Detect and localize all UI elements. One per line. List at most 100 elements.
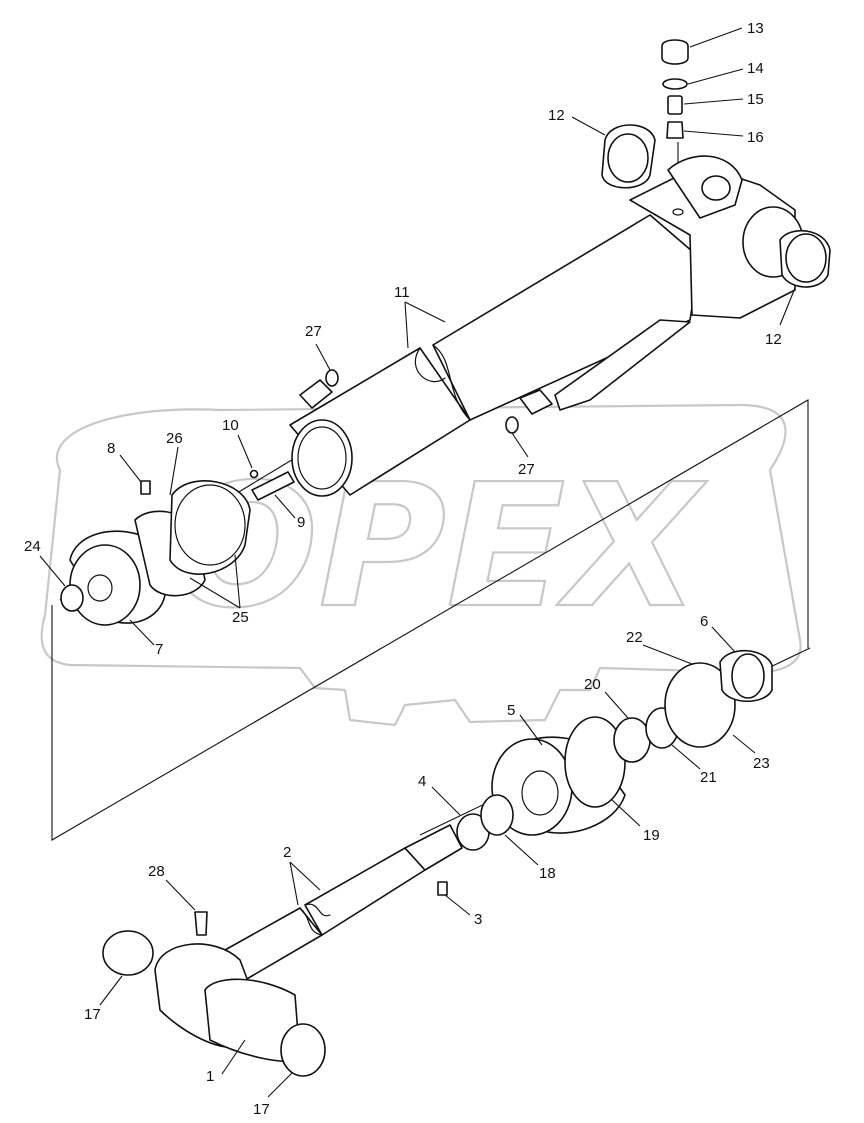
watermark-logo-text: OPEX xyxy=(170,448,708,646)
leader-10 xyxy=(237,434,253,469)
rod-2-upper xyxy=(304,847,426,936)
callout-12-upper: 12 xyxy=(548,107,565,124)
rod-thread xyxy=(404,824,463,871)
leader-2b xyxy=(289,861,299,906)
callout-20: 20 xyxy=(584,676,601,693)
barrel-clevis-hole xyxy=(701,175,731,201)
leader-17a xyxy=(99,975,123,1006)
piston-seal-25 xyxy=(169,480,251,575)
leader-9 xyxy=(274,494,296,519)
bushing-17-lower xyxy=(280,1023,326,1077)
leader-15 xyxy=(683,98,744,105)
leader-6 xyxy=(711,626,736,653)
callout-12-lower: 12 xyxy=(765,331,782,348)
piston-bore xyxy=(87,574,113,602)
watermark-gear-outline xyxy=(40,403,802,727)
bushings-12 xyxy=(601,124,831,288)
callout-2: 2 xyxy=(283,844,291,861)
callout-8: 8 xyxy=(107,440,115,457)
leader-12a xyxy=(571,116,606,136)
leader-26 xyxy=(169,446,179,496)
callout-27-lower: 27 xyxy=(518,461,535,478)
leader-21 xyxy=(671,744,701,770)
callout-14: 14 xyxy=(747,60,764,77)
rod-break-symbol xyxy=(299,903,331,936)
leader-14 xyxy=(687,68,744,85)
callout-10: 10 xyxy=(222,417,239,434)
seal-22 xyxy=(664,662,736,748)
leader-19 xyxy=(611,799,641,827)
callout-labels: 1 2 3 4 5 6 7 8 9 10 11 12 12 13 14 15 1… xyxy=(24,20,782,1118)
leader-3 xyxy=(444,894,471,916)
leader-23 xyxy=(732,734,756,754)
callout-4: 4 xyxy=(418,773,426,790)
barrel-pin-hole xyxy=(672,208,684,216)
callout-22: 22 xyxy=(626,629,643,646)
bushing-6-face xyxy=(731,653,765,699)
leader-7 xyxy=(129,619,155,646)
spring-15 xyxy=(667,95,683,115)
leader-5 xyxy=(519,714,543,746)
leader-27b xyxy=(511,432,529,458)
callout-7: 7 xyxy=(155,641,163,658)
barrel-front-thread xyxy=(297,426,347,490)
piston-rod-group xyxy=(102,824,463,1077)
leader-11a xyxy=(404,301,446,323)
callout-16: 16 xyxy=(747,129,764,146)
callout-11: 11 xyxy=(394,284,410,301)
callout-5: 5 xyxy=(507,702,515,719)
leader-13 xyxy=(689,27,743,48)
barrel-break-symbol xyxy=(414,344,471,421)
bushing-17-upper xyxy=(102,930,154,976)
callout-18: 18 xyxy=(539,865,556,882)
leader-27a xyxy=(315,343,331,371)
bushing-right-face xyxy=(785,233,827,283)
set-screw-3 xyxy=(437,881,448,896)
callout-13: 13 xyxy=(747,20,764,37)
callout-25: 25 xyxy=(232,609,249,626)
leader-25a xyxy=(189,577,241,609)
leader-12b xyxy=(779,287,796,326)
piston-face xyxy=(69,544,141,626)
oring-27-lower xyxy=(505,416,519,434)
leader-1 xyxy=(221,1039,246,1075)
leader-16 xyxy=(683,130,744,137)
leader-22 xyxy=(642,644,693,665)
callout-24: 24 xyxy=(24,538,41,555)
leader-24 xyxy=(39,555,66,587)
barrel-port-boss xyxy=(299,379,333,409)
leader-11b xyxy=(404,301,409,349)
callout-23: 23 xyxy=(753,755,770,772)
oring-24 xyxy=(60,584,84,612)
barrel-front-opening xyxy=(291,419,353,497)
callout-6: 6 xyxy=(700,613,708,630)
callout-26: 26 xyxy=(166,430,183,447)
callout-19: 19 xyxy=(643,827,660,844)
leader-25b xyxy=(234,554,241,609)
cap-13 xyxy=(661,39,689,65)
leader-2a xyxy=(289,861,321,891)
leader-4 xyxy=(431,786,461,816)
gland-bore xyxy=(521,770,559,816)
seal-18 xyxy=(480,794,514,836)
callout-3: 3 xyxy=(474,911,482,928)
leader-20 xyxy=(604,691,629,719)
piston-group xyxy=(60,469,295,626)
pin-9 xyxy=(251,471,295,501)
callout-27-upper: 27 xyxy=(305,323,322,340)
callout-28: 28 xyxy=(148,863,165,880)
washer-14 xyxy=(662,78,688,90)
bleed-screw-stack xyxy=(661,39,689,139)
leader-8 xyxy=(119,454,142,483)
assembly-frame-line xyxy=(51,399,809,841)
barrel-port-fitting xyxy=(519,389,553,415)
oring-27-upper xyxy=(325,369,339,387)
callout-17-left: 17 xyxy=(84,1006,101,1023)
barrel-port-tube xyxy=(554,319,691,411)
bushing-top-left-face xyxy=(607,133,649,183)
callout-1: 1 xyxy=(206,1068,214,1085)
set-screw-8 xyxy=(140,480,151,495)
callout-17-bottom: 17 xyxy=(253,1101,270,1118)
callout-15: 15 xyxy=(747,91,764,108)
